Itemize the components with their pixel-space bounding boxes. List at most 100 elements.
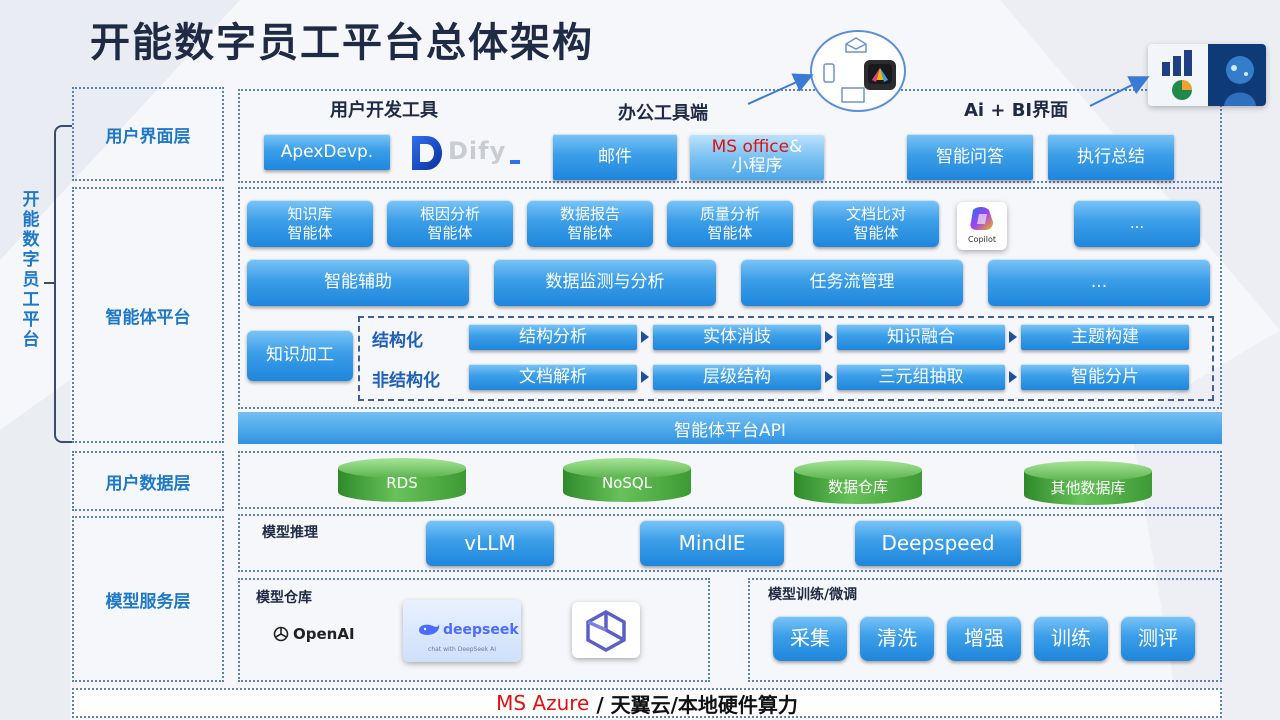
arrow-right-icon xyxy=(825,371,833,383)
openai-logo: OpenAI xyxy=(272,625,355,643)
model-repo-logo xyxy=(572,602,640,658)
layer-label-model-service: 模型服务层 xyxy=(72,516,224,682)
engine-vllm[interactable]: vLLM xyxy=(426,520,554,566)
db-label: NoSQL xyxy=(601,474,653,492)
train-step-clean[interactable]: 清洗 xyxy=(860,616,934,661)
mail-button[interactable]: 邮件 xyxy=(553,134,677,180)
azure-label: MS Azure xyxy=(496,691,590,715)
step-doc-parsing[interactable]: 文档解析 xyxy=(469,364,637,390)
qa-button[interactable]: 智能问答 xyxy=(907,134,1033,180)
deepseek-sub: chat with DeepSeek AI xyxy=(428,646,496,653)
deepseek-label: deepseek xyxy=(443,622,519,638)
step-entity-disambiguation[interactable]: 实体消歧 xyxy=(653,324,821,350)
db-other[interactable]: 其他数据库 xyxy=(1024,461,1152,505)
train-step-train[interactable]: 训练 xyxy=(1034,616,1108,661)
layer-label-agent-platform: 智能体平台 xyxy=(72,187,224,443)
function-more[interactable]: ... xyxy=(988,259,1210,306)
agent-doc-compare[interactable]: 文档比对智能体 xyxy=(813,200,939,247)
copilot-logo: Copilot xyxy=(957,202,1007,250)
model-repo-panel xyxy=(238,578,710,682)
agent-line1: 数据报告 xyxy=(559,204,620,223)
dify-icon xyxy=(412,136,442,170)
db-rds[interactable]: RDS xyxy=(338,458,466,502)
function-smart-assist[interactable]: 智能辅助 xyxy=(247,259,469,306)
engine-deepspeed[interactable]: Deepspeed xyxy=(855,520,1021,566)
db-label: 其他数据库 xyxy=(1050,479,1126,497)
arrow-right-icon xyxy=(1009,331,1017,343)
layer-label-text: 模型服务层 xyxy=(105,591,191,612)
unstructured-label: 非结构化 xyxy=(372,371,440,391)
db-data-warehouse[interactable]: 数据仓库 xyxy=(794,460,922,504)
model-repo-label: 模型仓库 xyxy=(256,590,312,606)
compute-infrastructure-bar: MS Azure / 天翼云/本地硬件算力 xyxy=(72,688,1222,718)
agent-line2: 智能体 xyxy=(853,223,899,242)
agent-data-report[interactable]: 数据报告智能体 xyxy=(527,200,653,247)
agent-layer-panel xyxy=(238,187,1222,409)
ui-layer-panel xyxy=(238,89,1222,183)
deepseek-whale-icon xyxy=(419,624,440,635)
ms-office-amp: & xyxy=(789,137,803,157)
layer-label-user-data: 用户数据层 xyxy=(72,451,224,511)
structured-label: 结构化 xyxy=(372,331,423,351)
step-smart-chunking[interactable]: 智能分片 xyxy=(1021,364,1189,390)
train-step-collect[interactable]: 采集 xyxy=(773,616,847,661)
arrow-right-icon xyxy=(825,331,833,343)
inference-label: 模型推理 xyxy=(262,525,318,541)
train-step-augment[interactable]: 增强 xyxy=(947,616,1021,661)
train-step-evaluate[interactable]: 测评 xyxy=(1121,616,1195,661)
office-devices-circle xyxy=(810,30,906,112)
apexdevp-button[interactable]: ApexDevp. xyxy=(264,134,390,170)
db-nosql[interactable]: NoSQL xyxy=(563,458,691,502)
agent-knowledge-base[interactable]: 知识库智能体 xyxy=(247,200,373,247)
ms-office-text: MS office xyxy=(711,137,790,157)
agent-line2: 智能体 xyxy=(567,223,613,242)
layer-label-user-interface: 用户界面层 xyxy=(72,87,224,181)
openai-icon xyxy=(273,626,289,642)
agent-line2: 智能体 xyxy=(707,223,753,242)
ms-office-line1: MS office& xyxy=(712,138,803,157)
arrow-right-icon xyxy=(641,331,649,343)
dify-underscore xyxy=(510,160,520,164)
summary-button[interactable]: 执行总结 xyxy=(1048,134,1174,180)
pointer-arrows xyxy=(747,73,1150,107)
devices-icon xyxy=(823,37,896,103)
agent-line1: 知识库 xyxy=(287,204,333,223)
step-structure-analysis[interactable]: 结构分析 xyxy=(469,324,637,350)
agent-quality-analysis[interactable]: 质量分析智能体 xyxy=(667,200,793,247)
inference-panel xyxy=(238,514,1222,572)
dify-logo: Dify xyxy=(410,134,530,174)
layer-label-text: 用户界面层 xyxy=(105,126,191,147)
compute-label: / 天翼云/本地硬件算力 xyxy=(589,692,798,717)
step-hierarchy[interactable]: 层级结构 xyxy=(653,364,821,390)
arrow-right-icon xyxy=(641,371,649,383)
function-data-monitoring[interactable]: 数据监测与分析 xyxy=(494,259,716,306)
layer-label-text: 用户数据层 xyxy=(105,473,191,494)
agent-line2: 智能体 xyxy=(427,223,473,242)
training-label: 模型训练/微调 xyxy=(768,587,858,603)
step-triple-extraction[interactable]: 三元组抽取 xyxy=(837,364,1005,390)
agent-line2: 智能体 xyxy=(287,223,333,242)
step-knowledge-fusion[interactable]: 知识融合 xyxy=(837,324,1005,350)
copilot-icon xyxy=(970,207,993,230)
dev-tools-title: 用户开发工具 xyxy=(330,100,438,121)
function-task-flow[interactable]: 任务流管理 xyxy=(741,259,963,306)
miniprogram-text: 小程序 xyxy=(731,156,783,176)
deepseek-logo: deepseek chat with DeepSeek AI xyxy=(403,600,521,662)
agent-platform-api-bar[interactable]: 智能体平台API xyxy=(238,412,1222,444)
agent-more-button[interactable]: ... xyxy=(1074,200,1200,247)
knowledge-pipeline-box xyxy=(358,316,1214,401)
ai-bi-title: Ai + BI界面 xyxy=(964,100,1069,121)
dify-label: Dify xyxy=(448,137,507,165)
agent-root-cause[interactable]: 根因分析智能体 xyxy=(387,200,513,247)
db-label: RDS xyxy=(386,474,418,492)
ai-bi-dashboard-image xyxy=(1148,44,1266,106)
engine-mindie[interactable]: MindIE xyxy=(640,520,784,566)
ms-office-button[interactable]: MS office& 小程序 xyxy=(690,134,824,180)
dashboard-icon xyxy=(1148,44,1266,106)
agent-line1: 质量分析 xyxy=(699,204,760,223)
training-panel xyxy=(748,578,1222,682)
copilot-label: Copilot xyxy=(967,235,997,244)
step-topic-building[interactable]: 主题构建 xyxy=(1021,324,1189,350)
knowledge-processing-button[interactable]: 知识加工 xyxy=(247,330,353,381)
brace-tip xyxy=(44,282,56,284)
